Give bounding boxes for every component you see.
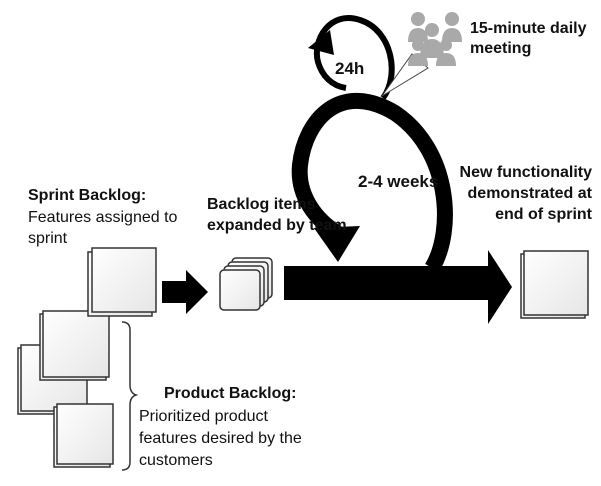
sprint-backlog-title: Sprint Backlog: (28, 187, 146, 204)
sprint-backlog-desc-2: sprint (28, 230, 68, 247)
new-functionality-label-2: demonstrated at (468, 185, 593, 202)
product-backlog-stack-icon (17, 310, 114, 468)
daily-cycle-arrowhead-icon (308, 30, 334, 55)
sprint-backlog-desc-1: Features assigned to (28, 209, 178, 226)
arrow-right-icon (162, 270, 208, 314)
daily-cycle-label: 24h (335, 59, 364, 78)
product-backlog-title: Product Backlog: (164, 385, 296, 402)
product-backlog-desc-2: features desired by the (139, 430, 302, 447)
product-backlog-desc-3: customers (139, 452, 213, 469)
daily-meeting-label-1: 15-minute daily (470, 20, 587, 37)
backlog-items-label-1: Backlog items (207, 196, 316, 213)
product-backlog-desc-1: Prioritized product (139, 408, 269, 425)
cycle-arrowhead-icon (314, 226, 360, 262)
sprint-backlog-card-icon (87, 247, 157, 317)
cycle-arrow-icon (291, 92, 453, 273)
sprint-cycle-label: 2-4 weeks (358, 172, 438, 191)
product-backlog-brace (121, 321, 139, 471)
daily-cycle-arrow-icon (313, 15, 395, 100)
main-arrow-icon (284, 250, 512, 324)
people-icon (408, 12, 462, 66)
new-functionality-label-1: New functionality (460, 164, 593, 181)
backlog-items-label-2: expanded by team (207, 217, 347, 234)
document-stack-icon (219, 257, 273, 311)
daily-meeting-label-2: meeting (470, 40, 531, 57)
new-functionality-stack-icon (520, 250, 589, 319)
new-functionality-label-3: end of sprint (495, 206, 593, 223)
